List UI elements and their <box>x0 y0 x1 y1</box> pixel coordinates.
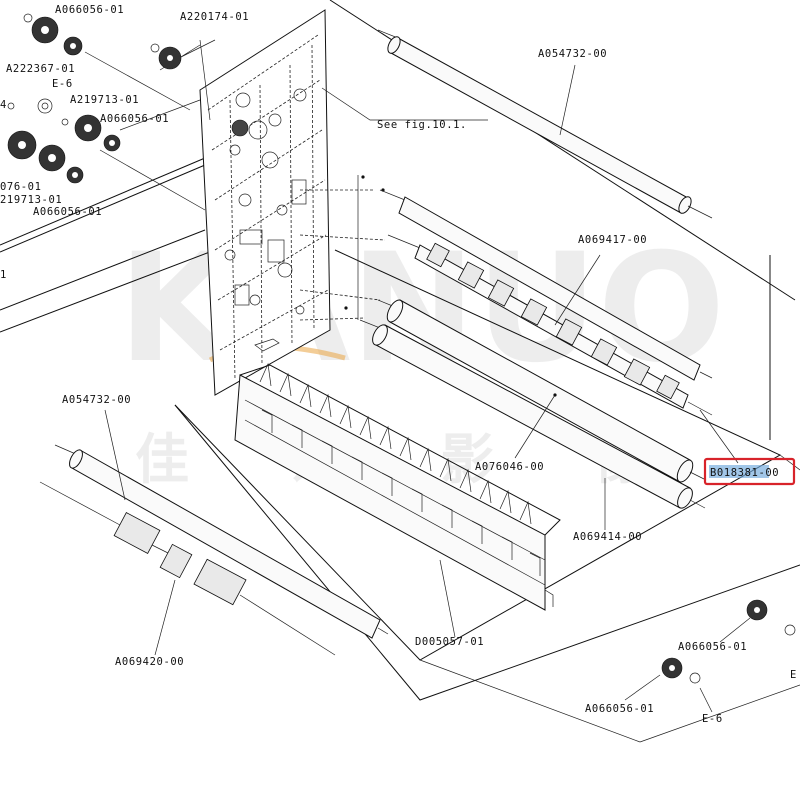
label-a220174-01: A220174-01 <box>180 11 249 23</box>
label-a066056-01-br-b: A066056-01 <box>585 703 654 715</box>
label-a069420-00: A069420-00 <box>115 656 184 668</box>
label-a222367-01: A222367-01 <box>6 63 75 75</box>
leader-dashes <box>299 175 386 321</box>
gear-cluster-left <box>7 13 206 211</box>
part-labels: A066056-01 A220174-01 A222367-01 E-6 4 A… <box>0 4 797 725</box>
label-219713-01: 219713-01 <box>0 194 62 206</box>
label-b018381-00: B018381-00 <box>710 467 779 479</box>
label-a066056-01-br-a: A066056-01 <box>678 641 747 653</box>
label-a069417-00: A069417-00 <box>578 234 647 246</box>
label-a219713-01: A219713-01 <box>70 94 139 106</box>
frame-lines <box>0 0 800 743</box>
highlight-selection <box>709 465 769 478</box>
label-a076046-00: A076046-00 <box>475 461 544 473</box>
label-a069414-00: A069414-00 <box>573 531 642 543</box>
label-e-br: E <box>790 669 797 681</box>
label-d005057-01: D005057-01 <box>415 636 484 648</box>
label-a066056-01-b: A066056-01 <box>100 113 169 125</box>
callout-see-fig: See fig.10.1. <box>377 119 467 131</box>
label-1: 1 <box>0 269 7 281</box>
label-a066056-01-c: A066056-01 <box>33 206 102 218</box>
roller-a069417 <box>379 189 713 416</box>
label-a054732-00-left: A054732-00 <box>62 394 131 406</box>
label-076-01: 076-01 <box>0 181 42 193</box>
label-a054732-00-top: A054732-00 <box>538 48 607 60</box>
roller-a069414 <box>359 319 706 509</box>
side-frame-plate <box>159 9 331 396</box>
roller-a054732-top <box>377 29 713 219</box>
paper-guide-d005057 <box>234 362 561 611</box>
roller-a054732-left <box>54 444 389 639</box>
label-e6-tl: E-6 <box>52 78 73 90</box>
label-4: 4 <box>0 99 7 111</box>
gear-cluster-right <box>661 599 796 684</box>
highlight-box <box>703 457 796 486</box>
roller-a076046 <box>377 299 707 483</box>
label-e6-br: E-6 <box>702 713 723 725</box>
roller-a069420 <box>39 481 336 656</box>
label-leaders <box>104 64 751 713</box>
label-a066056-01-tl: A066056-01 <box>55 4 124 16</box>
